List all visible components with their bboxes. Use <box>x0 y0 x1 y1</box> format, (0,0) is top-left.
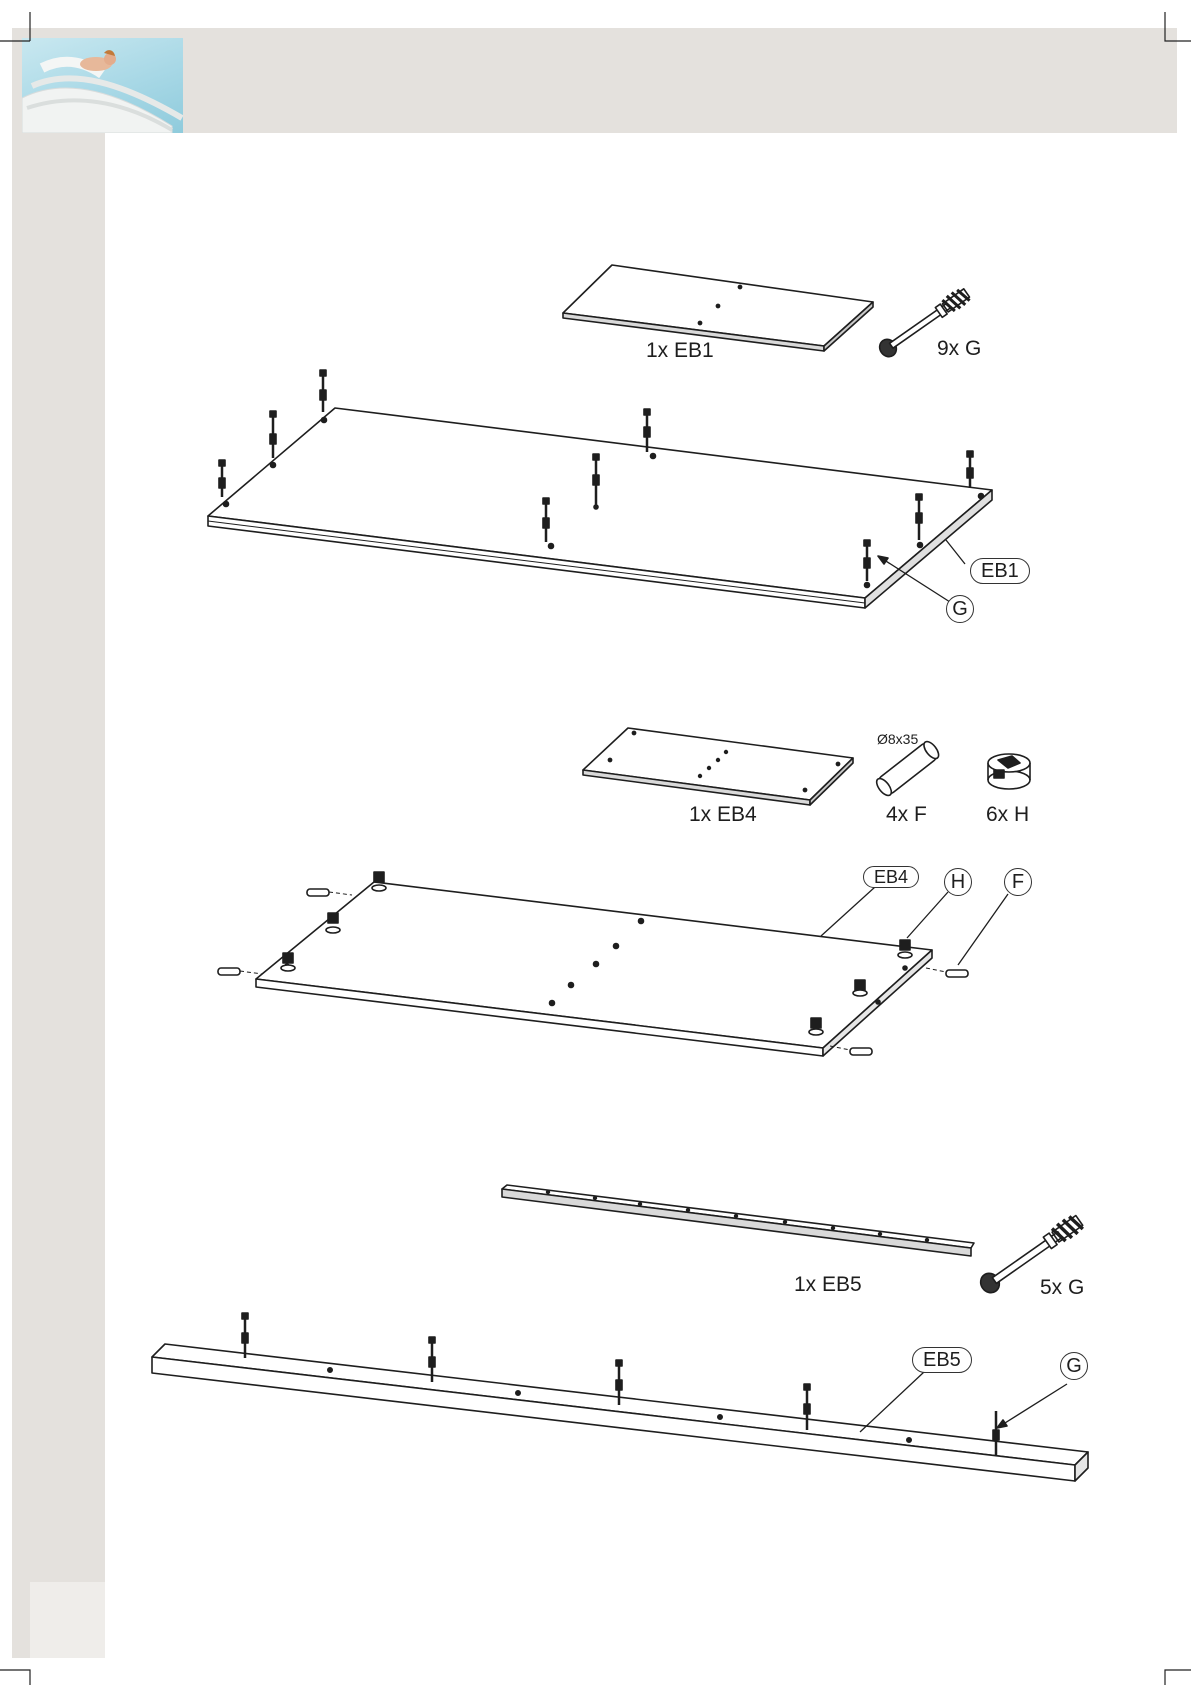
callout-g-step1: G <box>946 595 974 623</box>
part-label-g-step3: 5x G <box>1040 1276 1084 1300</box>
part-label-g: 9x G <box>937 337 981 361</box>
dowel-icon <box>874 739 941 798</box>
callout-f: F <box>1004 868 1032 896</box>
eb4-panel-main <box>256 882 932 1056</box>
cam-lock-icon <box>988 754 1030 789</box>
callout-h: H <box>944 868 972 896</box>
part-label-f: 4x F <box>886 803 927 827</box>
part-label-eb5: 1x EB5 <box>794 1273 862 1297</box>
eb1-panel-thumbnail <box>563 265 873 351</box>
callout-eb5: EB5 <box>912 1347 972 1373</box>
callout-g-step3: G <box>1060 1352 1088 1380</box>
eb5-rail-thumbnail <box>502 1185 974 1256</box>
callout-eb1: EB1 <box>970 558 1030 584</box>
callout-eb4: EB4 <box>863 866 919 888</box>
eb4-panel-thumbnail <box>583 728 853 805</box>
part-label-h: 6x H <box>986 803 1029 827</box>
part-label-eb1: 1x EB1 <box>646 339 714 363</box>
eb1-panel-main <box>208 408 992 608</box>
dowel-spec: Ø8x35 <box>877 731 918 747</box>
part-label-eb4: 1x EB4 <box>689 803 757 827</box>
